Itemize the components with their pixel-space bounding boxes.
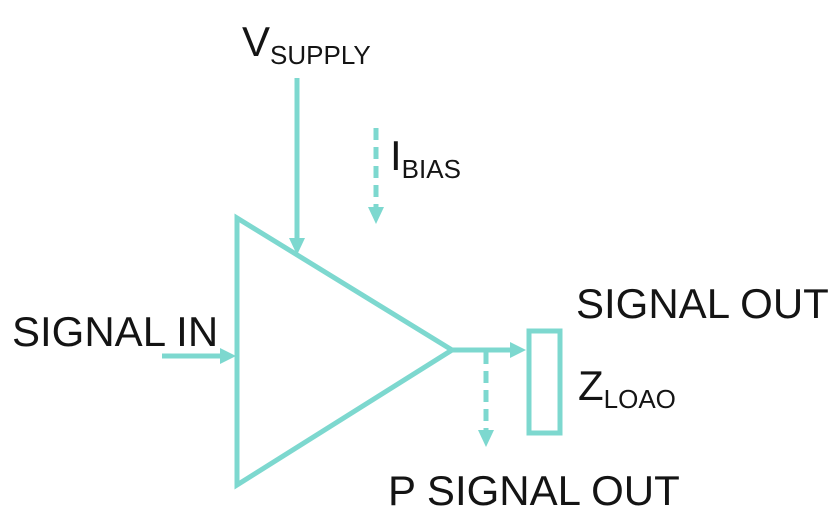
- amplifier-triangle: [234, 213, 457, 490]
- bias-current-arrow: [368, 128, 384, 224]
- signal-out-label: SIGNAL OUT: [576, 280, 829, 327]
- z-load-label: ZLOAO: [578, 362, 676, 414]
- power-out-arrow: [478, 352, 494, 447]
- signal-in-label: SIGNAL IN: [12, 308, 218, 355]
- signal-out-arrow: [450, 342, 526, 358]
- p-signal-out-label: P SIGNAL OUT: [388, 467, 680, 514]
- signal-in-arrow: [162, 348, 236, 364]
- v-supply-label: VSUPPLY: [242, 18, 371, 70]
- supply-arrow: [289, 78, 305, 255]
- load-impedance-box: [526, 328, 563, 436]
- i-bias-label: IBIAS: [390, 132, 461, 184]
